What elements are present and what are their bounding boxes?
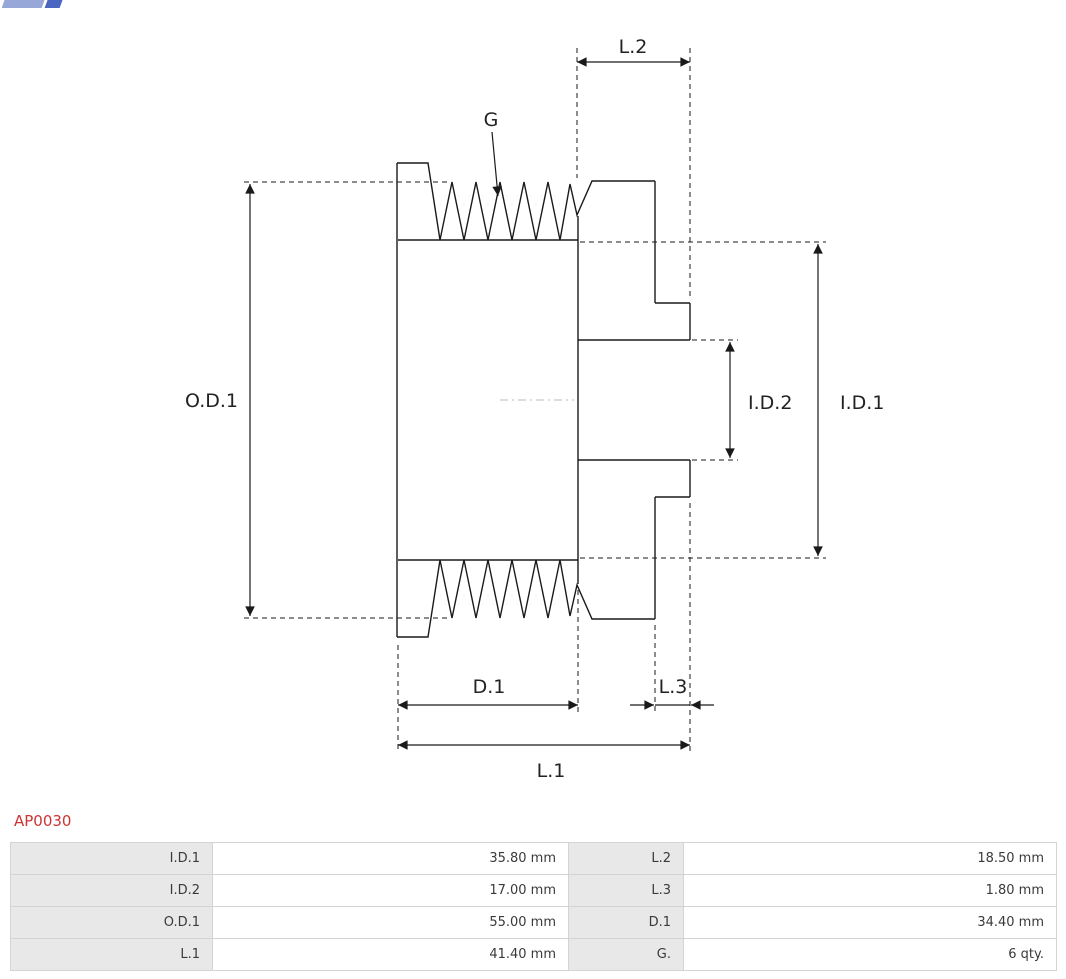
label-od1: O.D.1 xyxy=(185,390,238,412)
dimension-lines xyxy=(245,57,823,750)
spec-value-cell: 1.80 mm xyxy=(683,874,1057,907)
spec-label-cell: D.1 xyxy=(568,906,684,939)
label-l1: L.1 xyxy=(537,760,566,782)
spec-value-cell: 35.80 mm xyxy=(212,842,569,875)
spec-row: I.D.1 35.80 mm L.2 18.50 mm xyxy=(10,842,1057,875)
spec-label-cell: O.D.1 xyxy=(10,906,213,939)
part-code: AP0030 xyxy=(14,812,72,830)
label-d1: D.1 xyxy=(473,676,506,698)
spec-table: I.D.1 35.80 mm L.2 18.50 mm I.D.2 17.00 … xyxy=(10,842,1057,971)
dimension-labels: L.2 G O.D.1 I.D.2 I.D.1 D.1 L.3 L.1 xyxy=(185,36,884,782)
spec-value-cell: 41.40 mm xyxy=(212,938,569,971)
extension-lines xyxy=(244,48,826,752)
label-l3: L.3 xyxy=(659,676,688,698)
spec-value-cell: 17.00 mm xyxy=(212,874,569,907)
pulley-diagram: L.2 G O.D.1 I.D.2 I.D.1 D.1 L.3 L.1 xyxy=(185,36,884,782)
spec-row: I.D.2 17.00 mm L.3 1.80 mm xyxy=(10,874,1057,907)
label-id1: I.D.1 xyxy=(840,392,884,414)
spec-value-cell: 18.50 mm xyxy=(683,842,1057,875)
spec-label-cell: I.D.1 xyxy=(10,842,213,875)
spec-label-cell: I.D.2 xyxy=(10,874,213,907)
spec-label-cell: L.1 xyxy=(10,938,213,971)
label-l2: L.2 xyxy=(619,36,648,58)
spec-label-cell: L.3 xyxy=(568,874,684,907)
spec-label-cell: L.2 xyxy=(568,842,684,875)
label-g: G xyxy=(484,109,499,131)
spec-label-cell: G. xyxy=(568,938,684,971)
label-id2: I.D.2 xyxy=(748,392,792,414)
spec-value-cell: 34.40 mm xyxy=(683,906,1057,939)
pulley-outline xyxy=(396,162,691,638)
spec-row: L.1 41.40 mm G. 6 qty. xyxy=(10,938,1057,971)
spec-value-cell: 6 qty. xyxy=(683,938,1057,971)
spec-row: O.D.1 55.00 mm D.1 34.40 mm xyxy=(10,906,1057,939)
spec-value-cell: 55.00 mm xyxy=(212,906,569,939)
